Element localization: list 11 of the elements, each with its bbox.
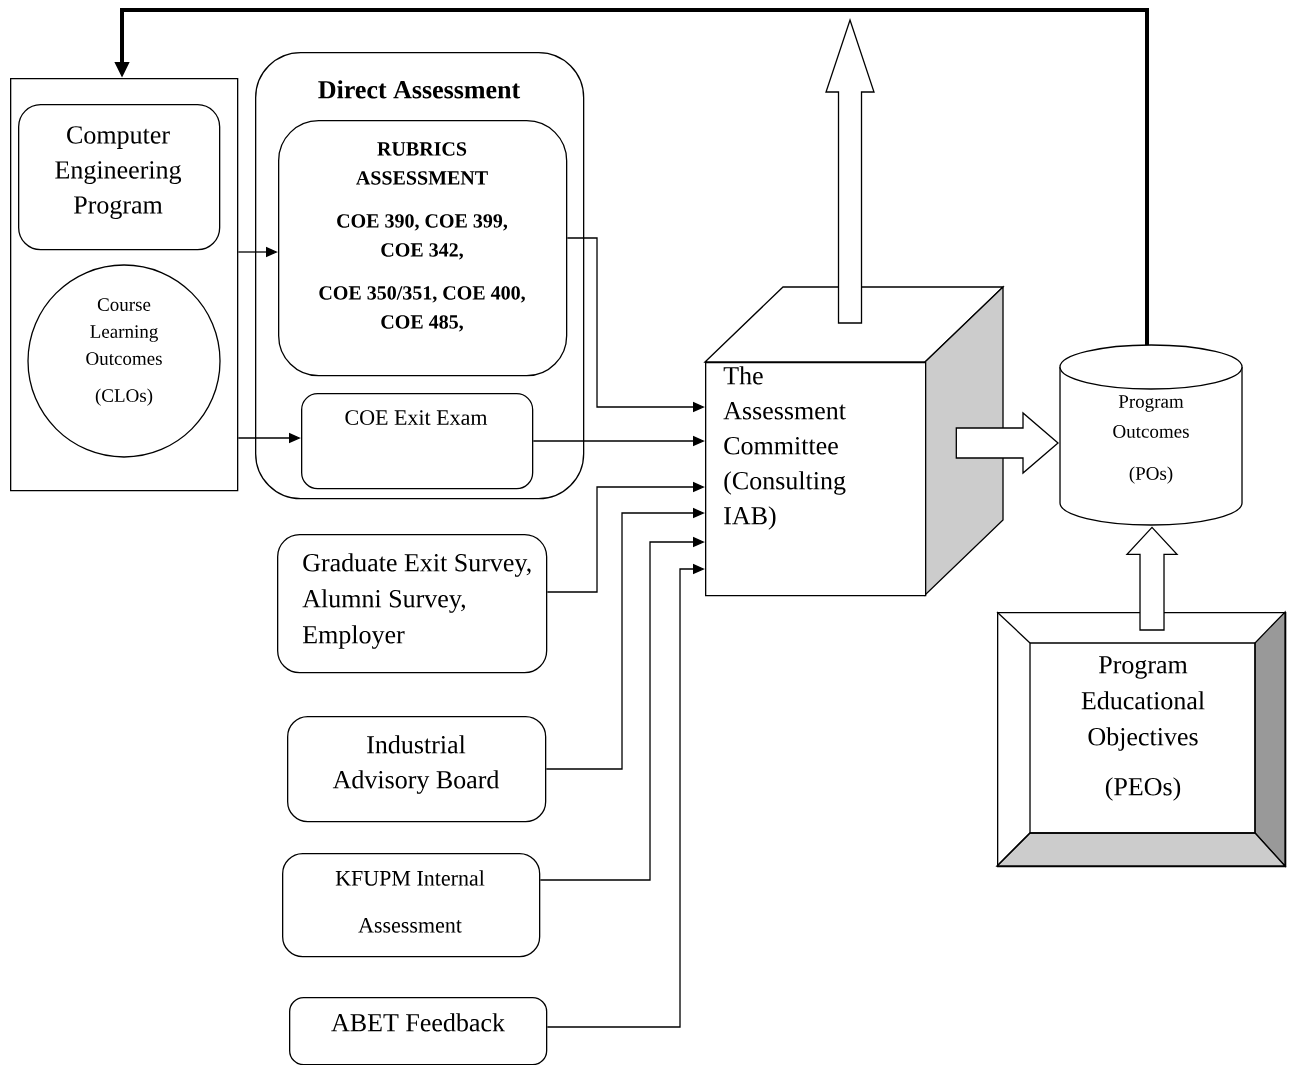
feedback-box: ABET Feedback <box>289 997 548 1065</box>
block-arrow <box>1125 526 1179 631</box>
block-arrow <box>825 17 875 324</box>
program-box: Computer Engineering Program <box>18 104 221 251</box>
exam-box: COE Exit Exam <box>301 393 534 490</box>
outcomes-cylinder: Program Outcomes (POs) <box>1059 344 1243 526</box>
rubrics-box: RUBRICS ASSESSMENT COE 390, COE 399, COE 342, COE 350/351, COE 400, COE 485, <box>278 120 568 377</box>
board-box: Industrial Advisory Board <box>287 716 547 823</box>
internal-box: KFUPM Internal Assessment <box>282 853 541 958</box>
survey-box: Graduate Exit Survey, Alumni Survey, Employer <box>277 534 548 674</box>
block-arrow <box>955 411 1059 475</box>
